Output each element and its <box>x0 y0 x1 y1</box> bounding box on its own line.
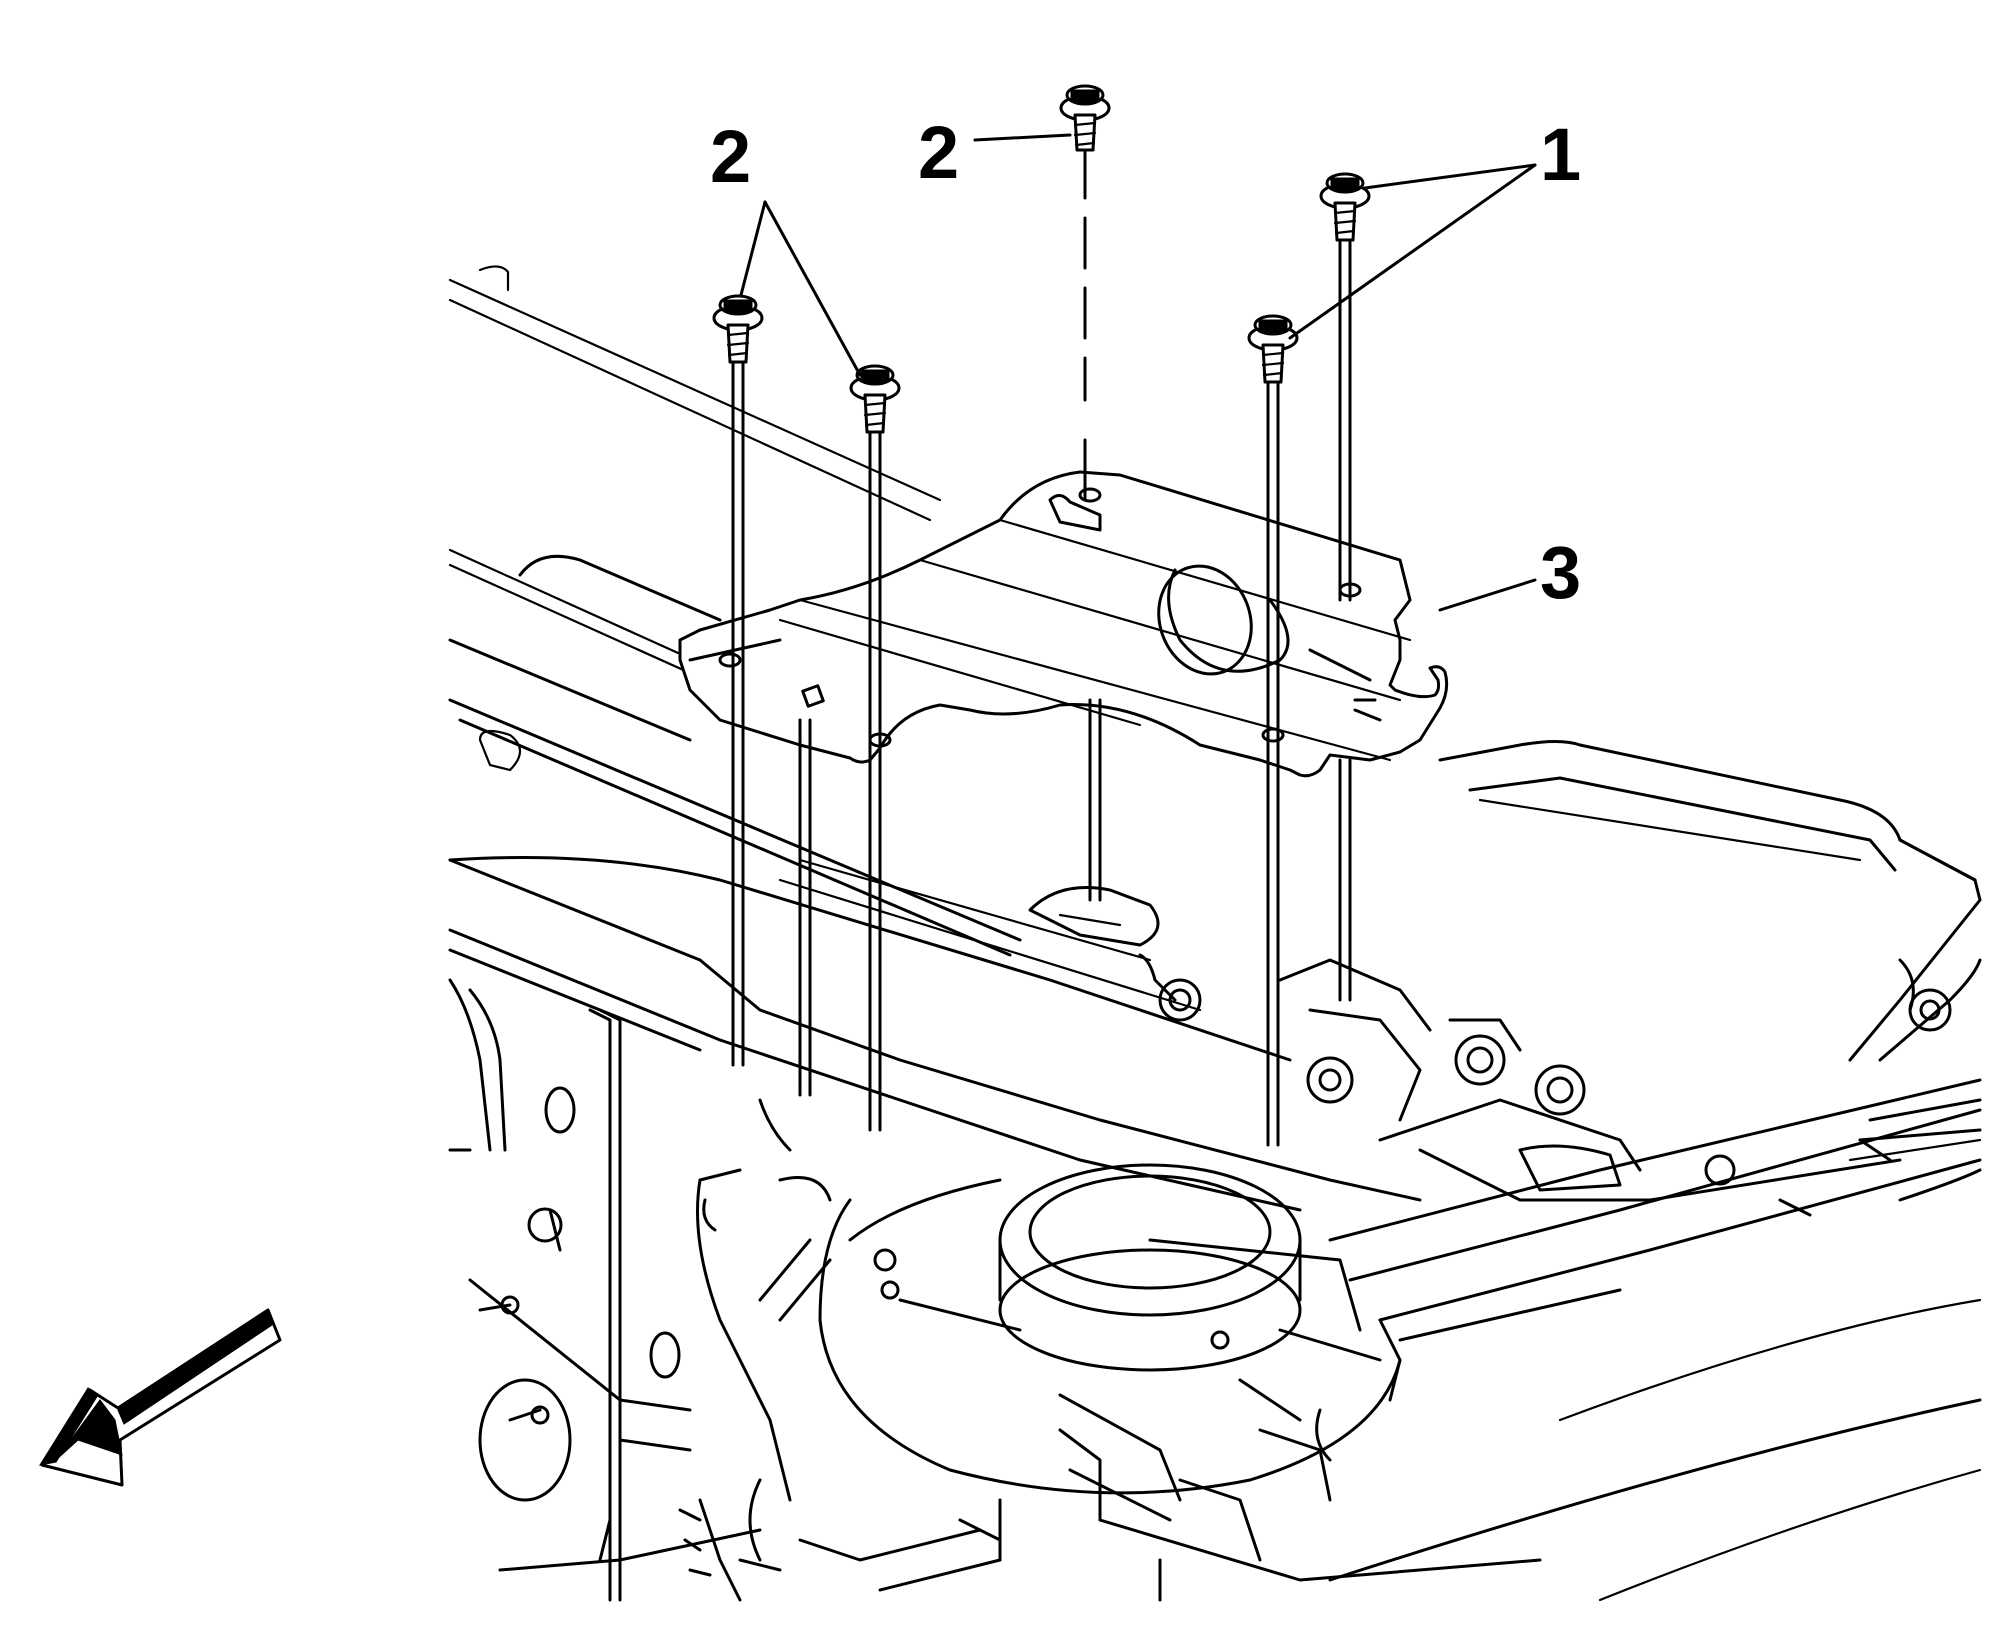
bolt-top <box>1059 84 1111 152</box>
bolt-far-right <box>1319 172 1371 242</box>
vehicle-body-structure <box>448 265 1982 1602</box>
bolt-mid-left <box>849 364 901 434</box>
alignment-lines <box>731 146 1352 1147</box>
callout-2-left: 2 <box>710 115 751 198</box>
callout-2-top: 2 <box>918 111 959 194</box>
callout-labels: 2 2 1 3 <box>710 111 1581 614</box>
bolt-icon <box>712 84 1371 434</box>
front-direction-arrow-icon <box>38 1308 282 1487</box>
bolt-left <box>712 294 764 364</box>
bolt-center-right <box>1247 314 1299 384</box>
callout-3: 3 <box>1540 531 1581 614</box>
leader-lines <box>739 133 1537 612</box>
callout-1: 1 <box>1540 113 1581 196</box>
bracket-panel <box>678 470 1449 778</box>
